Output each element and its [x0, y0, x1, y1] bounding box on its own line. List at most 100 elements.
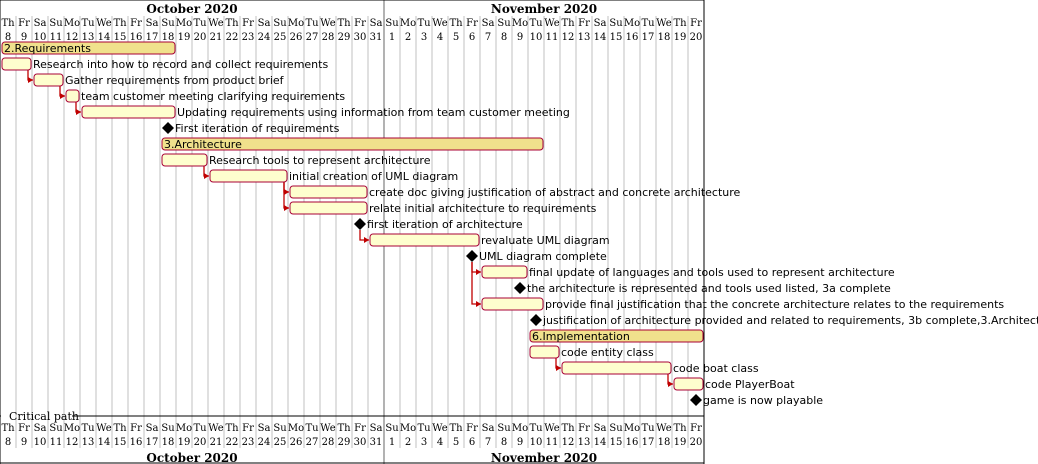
footer-day-number: 24	[258, 437, 271, 448]
day-number: 26	[290, 32, 303, 43]
day-number: 5	[453, 32, 459, 43]
footer-day-of-week: Mo	[64, 423, 80, 434]
footer-day-of-week: Su	[273, 423, 287, 434]
task-label: final update of languages and tools used…	[529, 266, 895, 279]
footer-day-of-week: Fr	[578, 423, 590, 434]
task-bar	[289, 185, 368, 199]
day-of-week: Th	[561, 18, 575, 29]
footer-day-of-week: Fr	[690, 423, 702, 434]
task-label: provide final justification that the con…	[545, 298, 1004, 311]
footer-day-of-week: Th	[561, 423, 575, 434]
day-number: 8	[501, 32, 507, 43]
dependency-arrowhead	[476, 269, 481, 275]
footer-day-number: 7	[485, 437, 491, 448]
footer-day-of-week: We	[208, 423, 223, 434]
day-of-week: We	[208, 18, 223, 29]
footer-day-number: 17	[146, 437, 159, 448]
footer-day-number: 14	[98, 437, 111, 448]
task-bar	[81, 105, 176, 119]
dependency-arrowhead	[60, 93, 65, 99]
day-of-week: Mo	[512, 18, 528, 29]
footer-day-of-week: We	[432, 423, 447, 434]
day-of-week: Sa	[594, 18, 607, 29]
day-number: 21	[210, 32, 223, 43]
footer-day-number: 11	[546, 437, 559, 448]
footer-day-of-week: Mo	[624, 423, 640, 434]
day-number: 27	[306, 32, 319, 43]
footer-day-number: 9	[517, 437, 523, 448]
day-number: 4	[437, 32, 443, 43]
day-number: 16	[626, 32, 639, 43]
day-number: 10	[530, 32, 543, 43]
task-bar	[561, 361, 672, 375]
footer-day-number: 12	[562, 437, 575, 448]
footer-day-number: 8	[5, 437, 11, 448]
day-number: 23	[242, 32, 255, 43]
task-bar	[161, 153, 208, 167]
footer-day-number: 6	[469, 437, 475, 448]
day-of-week: Su	[273, 18, 287, 29]
footer-day-of-week: Th	[449, 423, 463, 434]
footer-day-of-week: Th	[673, 423, 687, 434]
footer-day-of-week: Sa	[258, 423, 271, 434]
footer-day-of-week: Tu	[641, 423, 655, 434]
day-number: 18	[162, 32, 175, 43]
footer-day-number: 16	[626, 437, 639, 448]
day-of-week: Su	[385, 18, 399, 29]
footer-day-number: 5	[453, 437, 459, 448]
day-of-week: Sa	[370, 18, 383, 29]
day-number: 7	[485, 32, 491, 43]
day-of-week: Fr	[578, 18, 590, 29]
month-label-november: November 2020	[491, 2, 597, 16]
footer-day-of-week: Tu	[81, 423, 95, 434]
footer-day-of-week: Su	[497, 423, 511, 434]
task-label: initial creation of UML diagram	[289, 170, 458, 183]
calendar-footer: October 2020 November 2020	[146, 451, 597, 464]
calendar-header: October 2020 November 2020	[146, 2, 597, 16]
footer-day-number: 13	[82, 437, 95, 448]
footer-day-number: 31	[370, 437, 383, 448]
footer-day-number: 19	[178, 437, 191, 448]
day-number: 1	[389, 32, 395, 43]
task-bar	[65, 89, 80, 103]
footer-day-number: 15	[114, 437, 127, 448]
footer-day-of-week: Tu	[193, 423, 207, 434]
day-of-week: We	[96, 18, 111, 29]
footer-day-of-week: Su	[161, 423, 175, 434]
day-of-week: Tu	[305, 18, 319, 29]
day-of-week: Th	[673, 18, 687, 29]
footer-day-of-week: Su	[609, 423, 623, 434]
footer-day-of-week: Sa	[146, 423, 159, 434]
day-of-week: Fr	[130, 18, 142, 29]
day-of-week: Th	[449, 18, 463, 29]
day-number: 2	[405, 32, 411, 43]
task-label: Research into how to record and collect …	[33, 58, 328, 71]
day-number: 24	[258, 32, 271, 43]
dependency-arrowhead	[204, 173, 209, 179]
group-label: 6.Implementation	[532, 330, 630, 343]
task-label: code PlayerBoat	[705, 378, 795, 391]
footer-day-of-week: Su	[49, 423, 63, 434]
milestone-label: First iteration of requirements	[175, 122, 340, 135]
footer-day-number: 25	[274, 437, 287, 448]
day-number: 29	[338, 32, 351, 43]
milestone-label: the architecture is represented and tool…	[527, 282, 891, 295]
footer-day-of-week: Sa	[370, 423, 383, 434]
dependency-arrows	[27, 70, 673, 387]
milestone-diamond	[690, 394, 702, 406]
footer-day-number: 18	[658, 437, 671, 448]
task-label: Updating requirements using information …	[177, 106, 570, 119]
day-number: 19	[178, 32, 191, 43]
day-number: 20	[194, 32, 207, 43]
milestone-diamond	[162, 122, 174, 134]
footer-day-number: 21	[210, 437, 223, 448]
footer-day-of-week: We	[544, 423, 559, 434]
day-number: 22	[226, 32, 239, 43]
day-of-week: Sa	[34, 18, 47, 29]
day-number: 11	[50, 32, 63, 43]
day-number: 11	[546, 32, 559, 43]
day-number: 28	[322, 32, 335, 43]
footer-day-number: 17	[642, 437, 655, 448]
day-number: 17	[146, 32, 159, 43]
